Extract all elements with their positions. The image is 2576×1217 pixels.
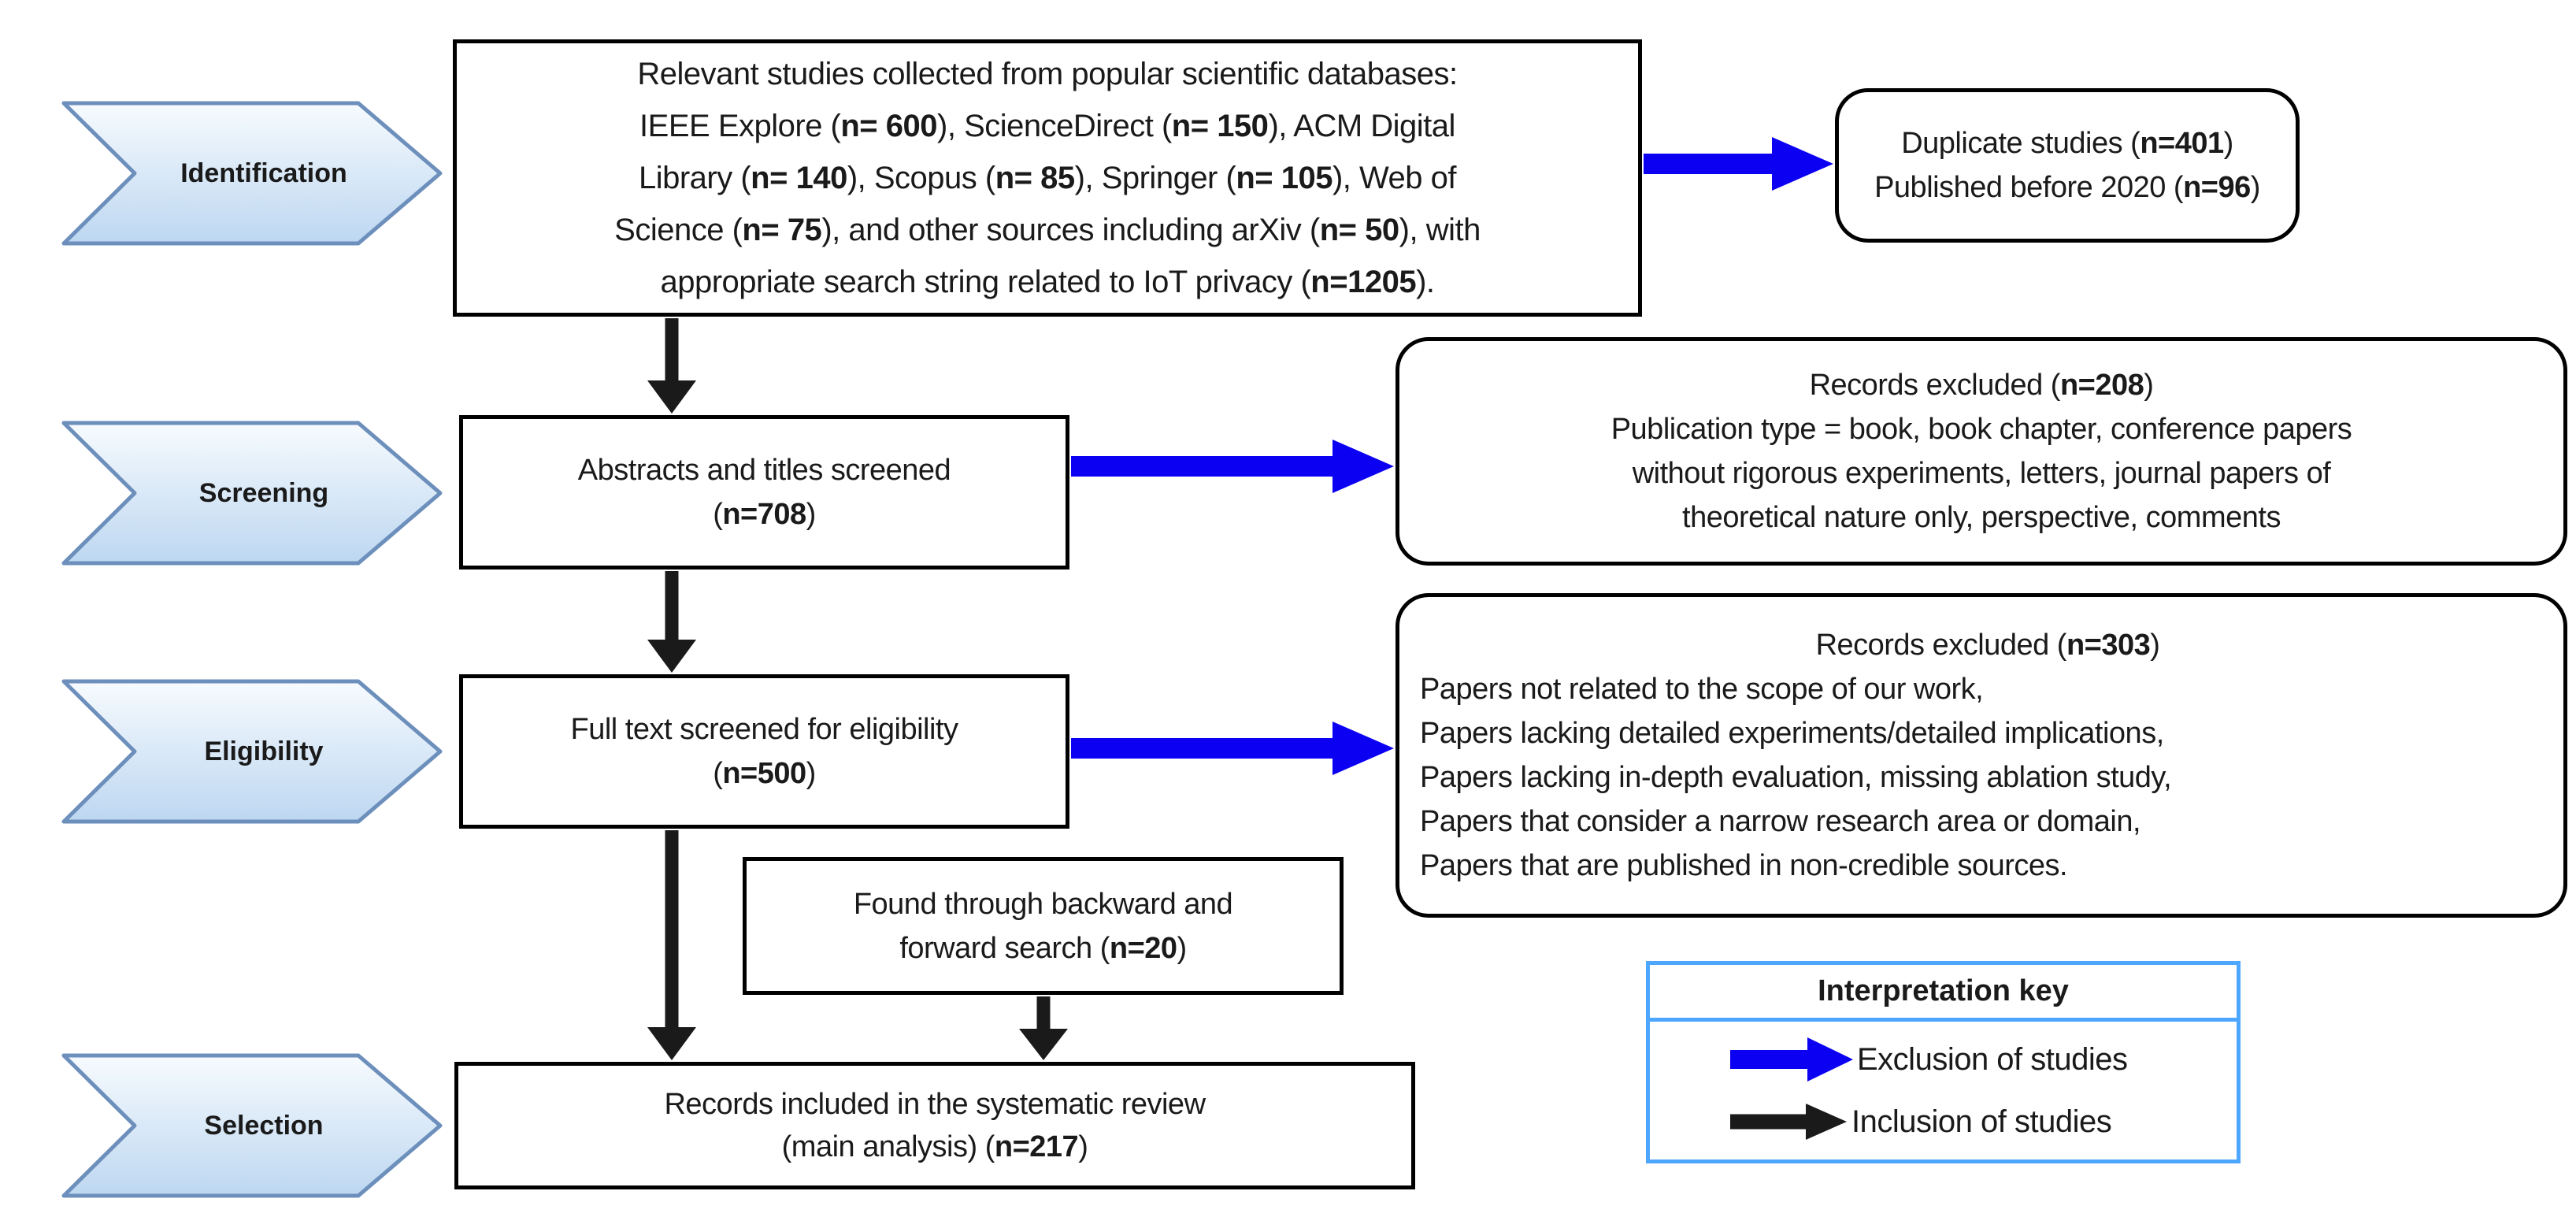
box-snowball-search: Found through backward and forward searc… bbox=[743, 857, 1344, 995]
box-line: theoretical nature only, perspective, co… bbox=[1682, 501, 2281, 534]
box-included: Records included in the systematic revie… bbox=[454, 1062, 1415, 1189]
legend-title: Interpretation key bbox=[1650, 965, 2237, 1022]
box-excluded-eligibility: Records excluded (n=303) Papers not rela… bbox=[1395, 593, 2567, 918]
box-line: appropriate search string related to IoT… bbox=[660, 265, 1436, 299]
arrow-snowball-to-included bbox=[1019, 996, 1068, 1060]
box-line: (main analysis) (n=217) bbox=[781, 1130, 1088, 1163]
arrow-sources-to-screening bbox=[647, 318, 696, 414]
box-line: forward search (n=20) bbox=[899, 931, 1187, 965]
legend-item-label: Inclusion of studies bbox=[1851, 1104, 2112, 1139]
legend-items: Exclusion of studies Inclusion of studie… bbox=[1650, 1022, 2237, 1159]
chevron-shape-icon bbox=[61, 101, 443, 246]
box-line: Published before 2020 (n=96) bbox=[1874, 171, 2260, 204]
arrow-eligibility-to-excluded bbox=[1071, 722, 1394, 775]
legend-item-inclusion: Inclusion of studies bbox=[1719, 1097, 2237, 1146]
box-sources: Relevant studies collected from popular … bbox=[453, 39, 1642, 317]
chevron-shape-icon bbox=[61, 421, 443, 566]
inclusion-arrow-icon bbox=[1730, 1104, 1847, 1140]
box-line: without rigorous experiments, letters, j… bbox=[1632, 457, 2331, 490]
box-line: IEEE Explore (n= 600), ScienceDirect (n=… bbox=[639, 109, 1455, 143]
arrow-screening-to-excluded bbox=[1071, 440, 1394, 493]
stage-label: Eligibility bbox=[204, 736, 324, 766]
box-line: Papers not related to the scope of our w… bbox=[1420, 673, 1984, 706]
box-duplicates: Duplicate studies (n=401) Published befo… bbox=[1835, 88, 2300, 243]
box-line: Library (n= 140), Scopus (n= 85), Spring… bbox=[638, 161, 1457, 195]
stage-label: Selection bbox=[204, 1110, 324, 1141]
arrow-eligibility-to-included bbox=[647, 830, 696, 1060]
box-line: Papers that consider a narrow research a… bbox=[1420, 805, 2141, 838]
box-line: Records included in the systematic revie… bbox=[664, 1088, 1206, 1121]
box-title-line: Records excluded (n=303) bbox=[1815, 629, 2160, 662]
box-line: (n=708) bbox=[713, 498, 816, 531]
legend-item-label: Exclusion of studies bbox=[1857, 1041, 2128, 1077]
box-line: Duplicate studies (n=401) bbox=[1901, 127, 2233, 160]
box-line: Papers that are published in non-credibl… bbox=[1420, 849, 2068, 882]
stage-chevron-screening: Screening bbox=[59, 420, 445, 566]
box-line: Found through backward and bbox=[853, 887, 1233, 921]
box-line: Relevant studies collected from popular … bbox=[637, 57, 1458, 91]
box-line: Abstracts and titles screened bbox=[577, 454, 951, 487]
legend-box: Interpretation key Exclusion of studies … bbox=[1646, 961, 2241, 1163]
box-line: (n=500) bbox=[713, 757, 816, 790]
exclusion-arrow-icon bbox=[1730, 1037, 1853, 1082]
stage-label: Identification bbox=[180, 158, 347, 188]
stage-chevron-eligibility: Eligibility bbox=[59, 678, 445, 825]
arrow-sources-to-duplicates bbox=[1644, 137, 1833, 191]
stage-chevron-selection: Selection bbox=[59, 1052, 445, 1199]
chevron-shape-icon bbox=[61, 1053, 443, 1198]
legend-item-exclusion: Exclusion of studies bbox=[1719, 1035, 2237, 1084]
chevron-shape-icon bbox=[61, 679, 443, 824]
box-line: Publication type = book, book chapter, c… bbox=[1610, 413, 2352, 446]
box-screening: Abstracts and titles screened (n=708) bbox=[459, 415, 1069, 570]
stage-label: Screening bbox=[198, 477, 329, 508]
box-line: Full text screened for eligibility bbox=[570, 713, 959, 746]
stage-chevron-identification: Identification bbox=[59, 100, 445, 247]
arrow-screening-to-eligibility bbox=[647, 571, 696, 673]
box-line: Science (n= 75), and other sources inclu… bbox=[614, 213, 1481, 247]
box-line: Papers lacking in-depth evaluation, miss… bbox=[1420, 761, 2172, 794]
box-excluded-screening: Records excluded (n=208) Publication typ… bbox=[1395, 337, 2567, 566]
box-eligibility: Full text screened for eligibility (n=50… bbox=[459, 674, 1069, 829]
box-title-line: Records excluded (n=208) bbox=[1809, 369, 2154, 402]
box-line: Papers lacking detailed experiments/deta… bbox=[1420, 717, 2164, 750]
